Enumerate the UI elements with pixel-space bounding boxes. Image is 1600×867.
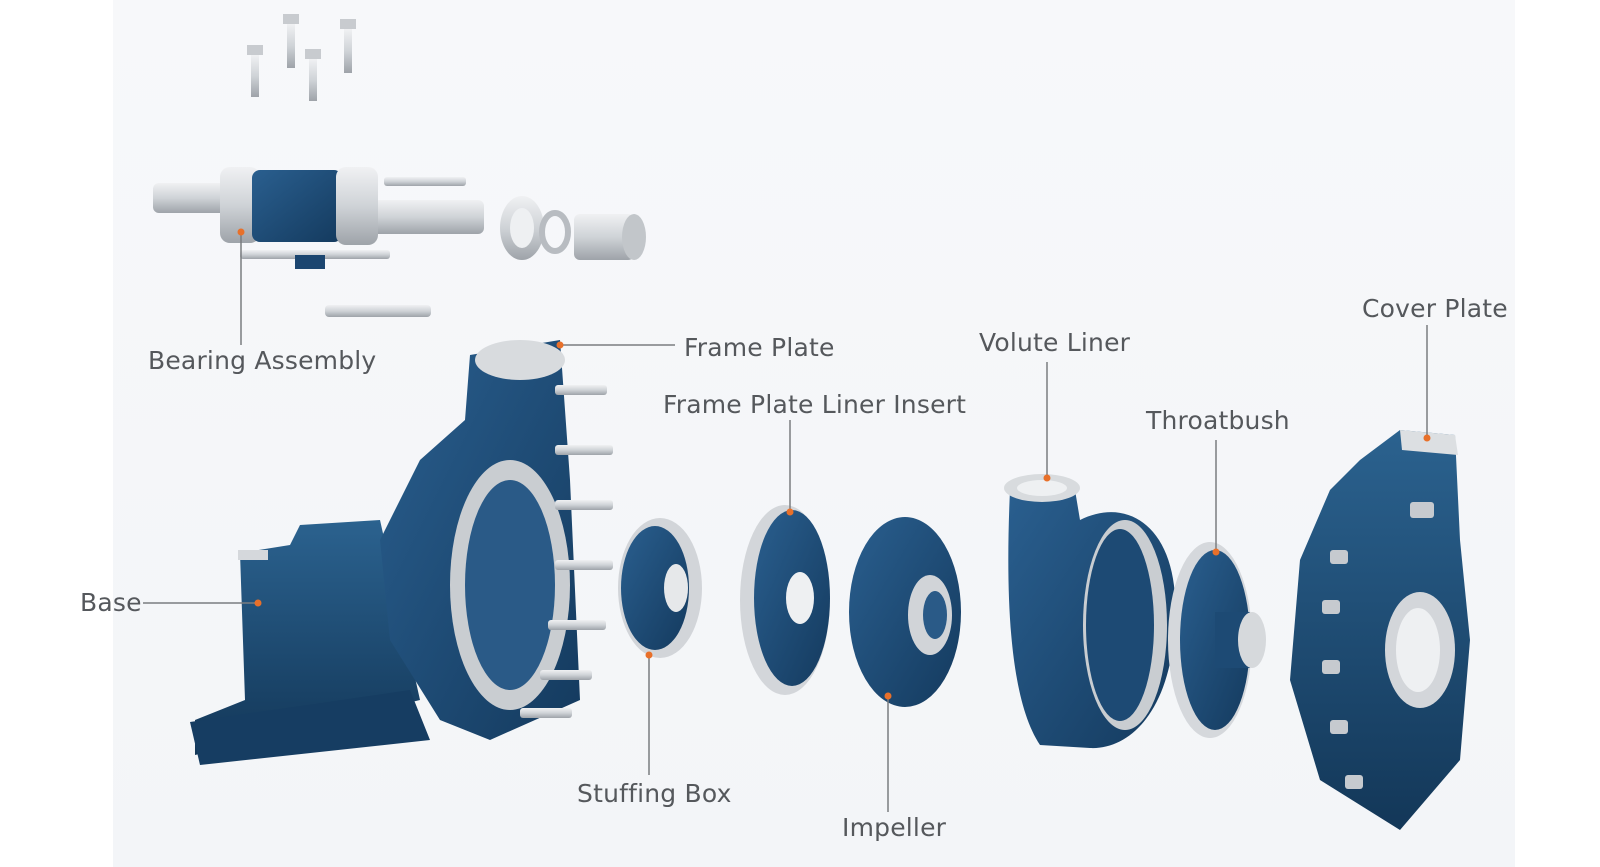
frame-plate-part bbox=[380, 340, 613, 740]
label-stuffing-box: Stuffing Box bbox=[577, 779, 732, 808]
gland-part bbox=[500, 196, 571, 260]
label-cover-plate: Cover Plate bbox=[1362, 294, 1508, 323]
throatbush-part bbox=[1168, 542, 1266, 738]
leader-lines bbox=[143, 232, 1428, 812]
frame-plate-liner-insert-part bbox=[740, 505, 830, 695]
label-impeller: Impeller bbox=[842, 813, 947, 842]
bearing-assembly-part bbox=[153, 167, 484, 317]
volute-liner-part bbox=[1004, 474, 1176, 749]
label-throatbush: Throatbush bbox=[1146, 406, 1290, 435]
bolt-icon bbox=[247, 14, 356, 101]
label-base: Base bbox=[80, 588, 142, 617]
label-bearing-assembly: Bearing Assembly bbox=[148, 346, 377, 375]
cover-plate-part bbox=[1290, 430, 1470, 830]
label-volute-liner: Volute Liner bbox=[979, 328, 1131, 357]
impeller-part bbox=[849, 517, 961, 707]
marker-dots bbox=[237, 228, 1431, 700]
base-part bbox=[190, 520, 430, 765]
sleeve-part bbox=[574, 214, 646, 260]
label-frame-plate: Frame Plate bbox=[684, 333, 835, 362]
stuffing-box-part bbox=[618, 518, 702, 658]
label-frame-plate-liner-insert: Frame Plate Liner Insert bbox=[663, 390, 967, 419]
